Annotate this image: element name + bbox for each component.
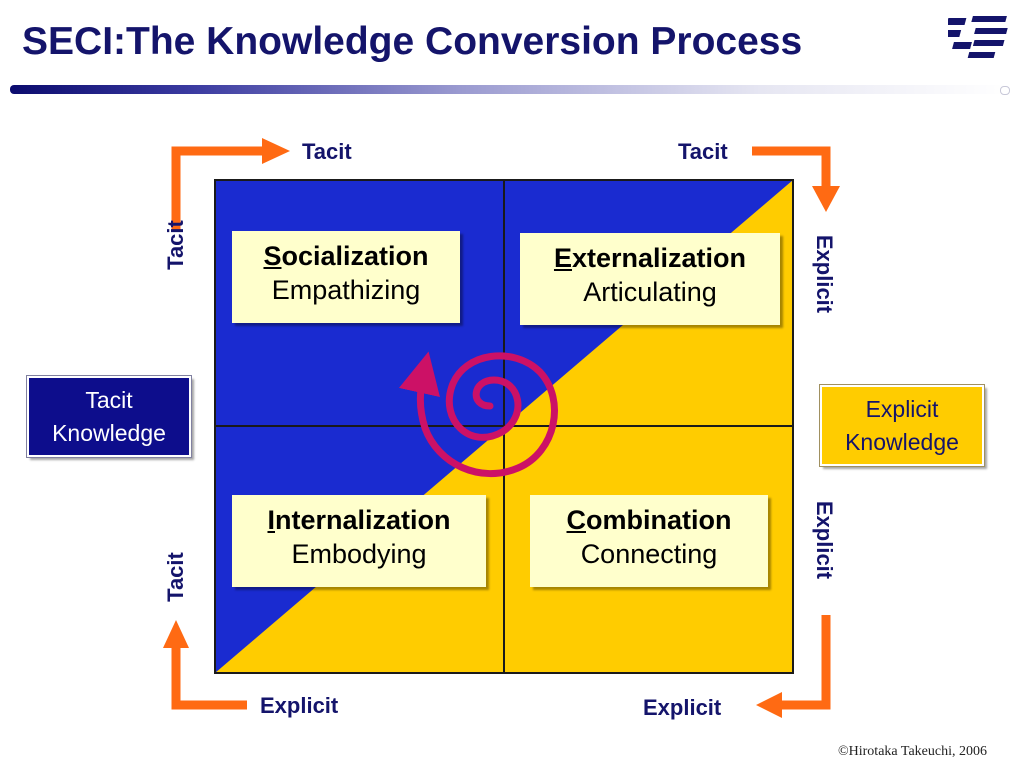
- arrow-icon: [171, 648, 247, 710]
- title-divider: [10, 85, 1010, 94]
- arrow-icon: [171, 146, 262, 230]
- page-title: SECI:The Knowledge Conversion Process: [22, 20, 803, 63]
- combination-title: Combination: [566, 505, 732, 535]
- externalization-title: Externalization: [553, 243, 747, 273]
- arrow-icon: [812, 186, 840, 212]
- label-top-right-tacit: Tacit: [678, 139, 728, 164]
- externalization-subtitle: Articulating: [583, 277, 717, 307]
- logo-icon: [948, 16, 1008, 58]
- label-left-top-tacit: Tacit: [163, 220, 188, 270]
- label-top-left-tacit: Tacit: [302, 139, 352, 164]
- label-right-bottom-explicit: Explicit: [812, 500, 837, 580]
- flow-arrows: [171, 146, 831, 710]
- explicit-knowledge-box: Explicit Knowledge: [819, 384, 985, 467]
- label-left-bottom-tacit: Tacit: [163, 552, 188, 602]
- tacit-knowledge-box: Tacit Knowledge: [26, 375, 192, 458]
- arrow-heads: [163, 138, 840, 718]
- arrow-icon: [163, 620, 189, 648]
- spiral-icon: [398, 351, 558, 478]
- label-bottom-left-explicit: Explicit: [260, 693, 339, 718]
- arrow-icon: [752, 146, 831, 186]
- internalization-subtitle: Embodying: [291, 539, 427, 569]
- copyright-notice: ©Hirotaka Takeuchi, 2006: [838, 744, 987, 759]
- socialization-subtitle: Empathizing: [271, 275, 421, 305]
- label-bottom-right-explicit: Explicit: [643, 695, 722, 720]
- arrow-icon: [782, 615, 831, 710]
- grid-border: [214, 179, 794, 674]
- internalization-box: Internalization Embodying: [232, 495, 486, 587]
- arrow-icon: [262, 138, 290, 164]
- externalization-box: Externalization Articulating: [520, 233, 780, 325]
- socialization-box: Socialization Empathizing: [232, 231, 460, 323]
- title-divider-end: [1000, 86, 1010, 95]
- explicit-knowledge-line1: Explicit: [865, 395, 939, 422]
- tacit-knowledge-line2: Knowledge: [52, 419, 166, 446]
- arrow-icon: [756, 692, 782, 718]
- combination-box: Combination Connecting: [530, 495, 768, 587]
- combination-subtitle: Connecting: [580, 539, 718, 569]
- explicit-knowledge-line2: Knowledge: [845, 428, 959, 455]
- tacit-knowledge-line1: Tacit: [85, 386, 133, 413]
- socialization-title: Socialization: [263, 241, 429, 271]
- label-right-top-explicit: Explicit: [812, 234, 837, 314]
- internalization-title: Internalization: [267, 505, 451, 535]
